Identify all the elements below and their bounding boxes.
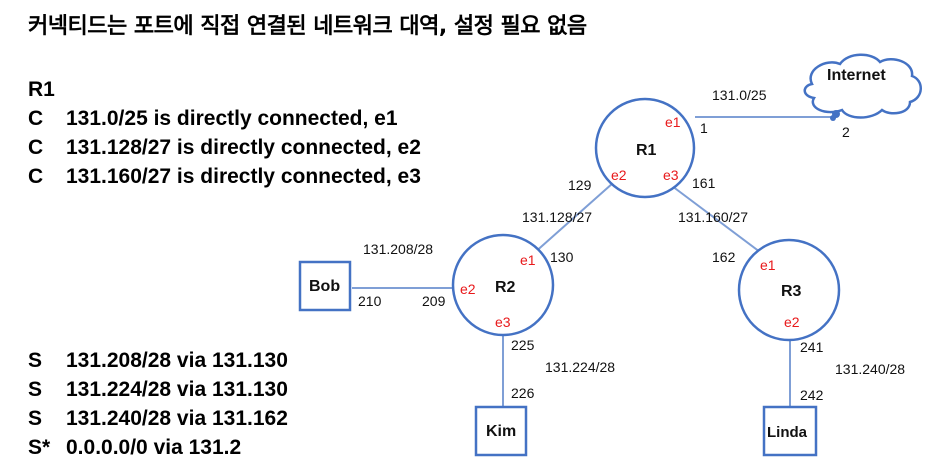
interface-label: e2 [460,281,476,297]
ip-label: 225 [511,337,535,353]
network-label: 131.128/27 [522,209,592,225]
link-r1-r3 [663,179,769,259]
route-text: 131.224/28 via 131.130 [66,378,288,401]
host-bob [298,260,352,312]
route-row: S 131.240/28 via 131.162 [28,404,288,433]
route-code: S [28,378,43,401]
route-row: C 131.128/27 is directly connected, e2 [28,133,421,162]
ip-label: 2 [842,124,850,140]
r1-routing-table: R1 C 131.0/25 is directly connected, e1 C… [28,75,421,191]
route-code: S* [28,436,51,459]
ip-label: 129 [568,177,592,193]
route-row: S 131.224/28 via 131.130 [28,375,288,404]
ip-label: 209 [422,293,446,309]
network-label: 131.224/28 [545,359,615,375]
ip-label: 161 [692,175,716,191]
host-linda-label: Linda [767,424,808,441]
route-code: S [28,349,43,372]
host-kim [474,405,528,457]
route-row: S* 0.0.0.0/0 via 131.2 [28,433,288,462]
ip-label: 1 [700,120,708,136]
host-linda [762,405,818,457]
ip-label: 242 [800,387,824,403]
ip-label: 130 [550,249,574,265]
interface-label: e2 [784,314,800,330]
route-text: 131.160/27 is directly connected, e3 [66,165,421,188]
interface-label: e1 [665,114,681,130]
ip-label: 162 [712,249,736,265]
host-kim-label: Kim [486,423,516,440]
network-label: 131.160/27 [678,209,748,225]
router-r3 [737,238,841,342]
route-code: S [28,407,43,430]
route-code: C [28,107,44,130]
interface-label: e1 [760,257,776,273]
route-text: 131.128/27 is directly connected, e2 [66,136,421,159]
page-title: 커넥티드는 포트에 직접 연결된 네트워크 대역, 설정 필요 없음 [28,14,587,39]
route-text: 131.208/28 via 131.130 [66,349,288,372]
host-bob-label: Bob [309,278,340,295]
internet-label: Internet [827,67,886,84]
network-label: 131.240/28 [835,361,905,377]
internet-cloud-icon [803,53,922,121]
router-r2-label: R2 [495,279,516,296]
link-r1-r2 [523,174,623,263]
interface-label: e3 [495,314,511,330]
interface-label: e2 [611,167,627,183]
network-label: 131.208/28 [363,241,433,257]
route-text: 131.0/25 is directly connected, e1 [66,107,398,130]
ip-label: 241 [800,339,824,355]
route-row: S 131.208/28 via 131.130 [28,346,288,375]
ip-label: 210 [358,293,382,309]
route-code: C [28,136,44,159]
route-row: C 131.0/25 is directly connected, e1 [28,104,421,133]
router-r1-label: R1 [636,142,657,159]
route-code: C [28,165,44,188]
routing-table-heading: R1 [28,78,55,101]
ip-label: 226 [511,385,535,401]
interface-label: e1 [520,252,536,268]
router-r1 [594,97,696,199]
route-row: C 131.160/27 is directly connected, e3 [28,162,421,191]
network-label: 131.0/25 [712,87,767,103]
route-text: 131.240/28 via 131.162 [66,407,288,430]
interface-label: e3 [663,167,679,183]
route-text: 0.0.0.0/0 via 131.2 [66,436,242,459]
static-routes: S 131.208/28 via 131.130 S 131.224/28 via … [28,346,288,462]
router-r2 [451,233,555,337]
router-r3-label: R3 [781,283,802,300]
